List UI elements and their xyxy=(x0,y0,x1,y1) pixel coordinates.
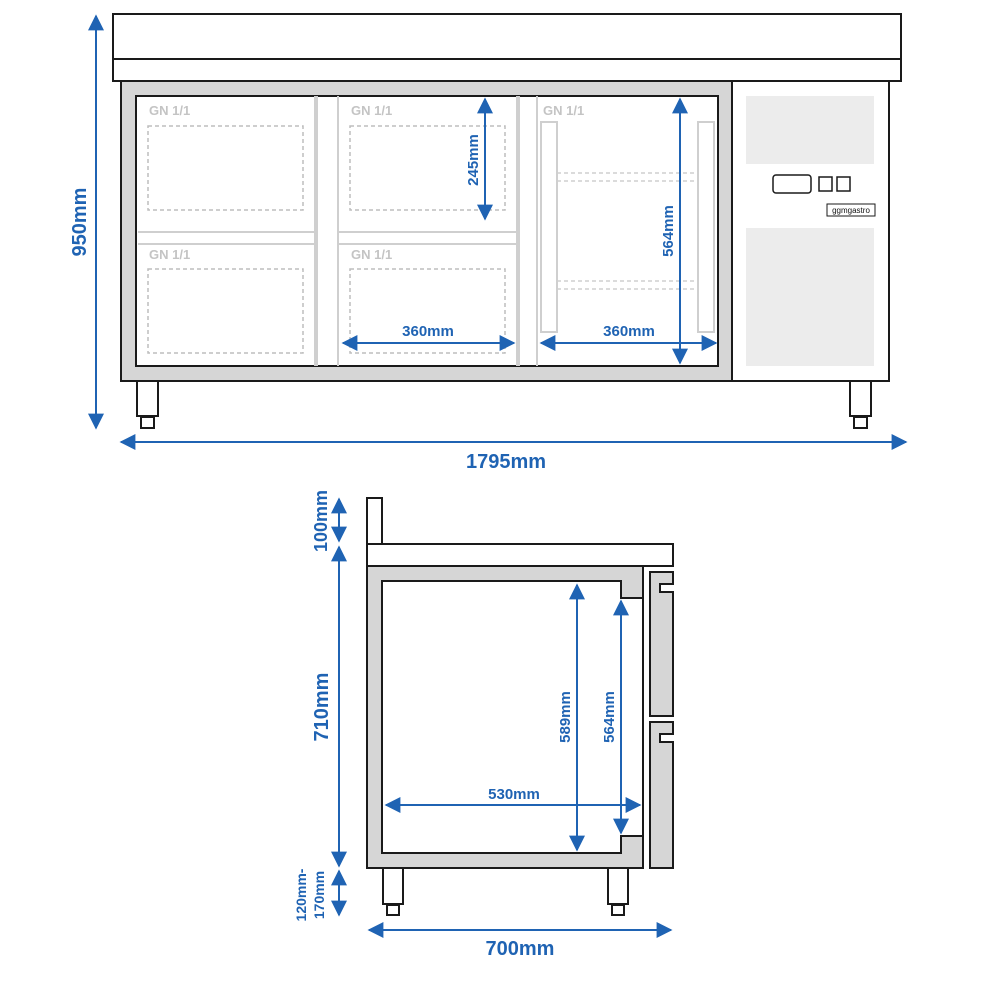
side-foot-right xyxy=(607,867,629,905)
gn-label: GN 1/1 xyxy=(351,247,392,262)
door-height-label: 564mm xyxy=(601,691,618,743)
pan-width-label: 360mm xyxy=(603,323,655,340)
height-label: 950mm xyxy=(69,188,91,257)
side-worktop xyxy=(366,543,674,567)
interior-depth-label: 530mm xyxy=(488,786,540,803)
gn-label: GN 1/1 xyxy=(351,103,392,118)
depth-label: 700mm xyxy=(486,938,555,960)
gn-pan xyxy=(147,268,304,354)
gn-label: GN 1/1 xyxy=(149,103,190,118)
vent-panel-bottom xyxy=(746,228,874,366)
brand-label: ggmgastro xyxy=(832,206,870,215)
button-icon xyxy=(836,176,851,192)
upstand xyxy=(366,497,383,545)
body-height-label: 710mm xyxy=(311,673,333,742)
button-icon xyxy=(818,176,833,192)
width-label: 1795mm xyxy=(466,451,546,473)
foot-left xyxy=(136,380,159,417)
interior-height-label: 564mm xyxy=(660,205,677,257)
shelf-rail-left xyxy=(540,121,558,333)
front-view: GN 1/1 GN 1/1 GN 1/1 GN 1/1 GN 1/1 ggmga… xyxy=(69,13,908,473)
foot-right xyxy=(849,380,872,417)
drawer-front-bottom xyxy=(649,721,674,869)
display-icon xyxy=(772,174,812,194)
side-view: 100mm 710mm 120mm- 170mm 589mm 564mm 530… xyxy=(293,490,674,960)
gn-label: GN 1/1 xyxy=(149,247,190,262)
worktop xyxy=(112,13,902,60)
feet-height-label: 120mm- xyxy=(293,868,309,921)
shelf-rail-right xyxy=(697,121,715,333)
vent-panel-top xyxy=(746,96,874,164)
brand-plate xyxy=(826,203,876,217)
pan-height-label: 245mm xyxy=(465,134,482,186)
upstand-label: 100mm xyxy=(311,490,331,552)
drawer-front-top xyxy=(649,571,674,717)
gn-label: GN 1/1 xyxy=(543,103,584,118)
feet-height-label: 170mm xyxy=(311,871,327,919)
gn-pan xyxy=(147,125,304,211)
worktop-front-edge xyxy=(112,58,902,82)
gn-pan xyxy=(349,268,506,354)
gn-pan xyxy=(349,125,506,211)
interior-height-label: 589mm xyxy=(557,691,574,743)
side-foot-left xyxy=(382,867,404,905)
pan-width-label: 360mm xyxy=(402,323,454,340)
